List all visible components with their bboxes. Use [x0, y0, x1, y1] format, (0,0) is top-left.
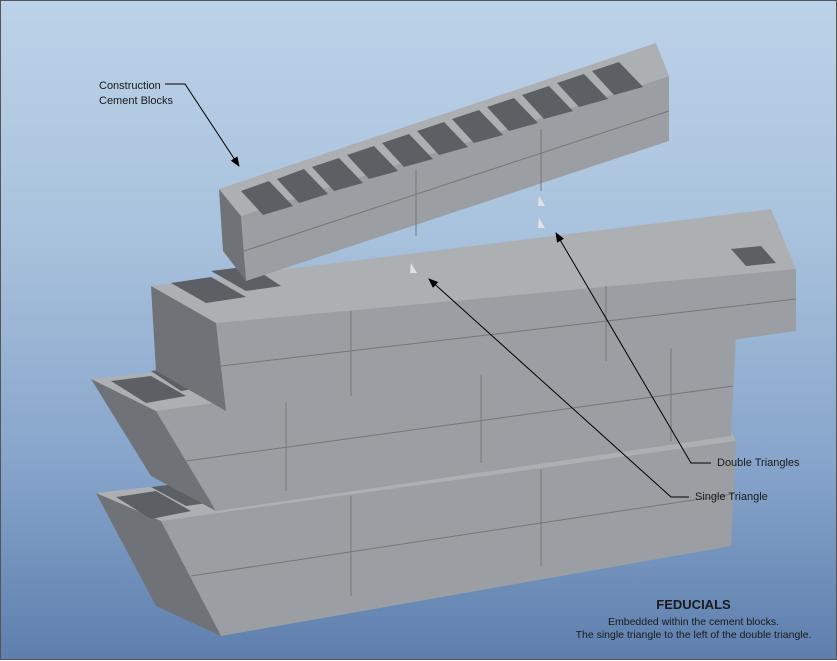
caption-line-2: The single triangle to the left of the d…: [575, 629, 812, 641]
single-triangle-arrow: [428, 278, 689, 498]
double-triangle-fiducial-2: [538, 218, 545, 228]
label-line-2: Cement Blocks: [99, 95, 173, 107]
construction-arrow: [165, 83, 240, 167]
caption: FEDUCIALS Embedded within the cement blo…: [561, 597, 826, 642]
caption-line-1: Embedded within the cement blocks.: [607, 616, 779, 628]
block-holes: [241, 62, 643, 215]
single-triangle-fiducial: [410, 263, 417, 273]
double-triangle-fiducial-1: [538, 196, 545, 206]
block-row-2: [151, 209, 797, 411]
label-line-1: Construction: [99, 80, 161, 92]
double-triangles-arrow: [555, 232, 711, 464]
block-row-1: [219, 43, 670, 281]
construction-blocks-label: Construction Cement Blocks: [99, 79, 173, 109]
caption-title: FEDUCIALS: [656, 597, 731, 612]
single-triangle-label: Single Triangle: [695, 491, 768, 503]
double-triangles-label: Double Triangles: [717, 457, 800, 469]
